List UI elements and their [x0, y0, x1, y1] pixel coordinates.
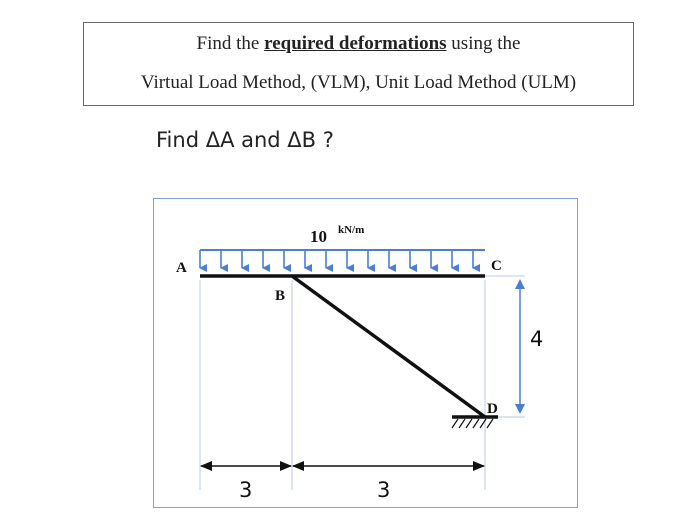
problem-line-1: Find the required deformations using the	[84, 33, 633, 55]
frame-figure-box	[153, 198, 578, 508]
node-c-label: C	[491, 258, 502, 274]
node-b-label: B	[275, 288, 285, 304]
support-hatch	[458, 418, 466, 429]
guide-lines	[199, 275, 525, 490]
problem-line-1-suffix: using the	[446, 33, 521, 54]
problem-statement-box: Find the required deformations using the…	[83, 22, 634, 106]
dimension-bd-label: 3	[377, 478, 390, 502]
support-hatch	[465, 418, 473, 429]
frame-members	[200, 274, 487, 419]
load-unit-label: kN/m	[338, 224, 364, 236]
load-value-label: 10	[310, 227, 327, 246]
fixed-support-d	[451, 415, 498, 429]
question-text: Find ΔA and ΔB ?	[156, 128, 334, 152]
support-hatch	[451, 418, 459, 429]
support-hatch	[479, 418, 487, 429]
dimension-height-label: 4	[530, 327, 543, 351]
support-hatch	[472, 418, 480, 429]
problem-line-1-prefix: Find the	[196, 33, 265, 54]
support-hatch	[486, 418, 494, 429]
strut-bd	[290, 274, 487, 419]
problem-emphasis: required deformations	[264, 33, 447, 54]
node-d-label: D	[487, 401, 498, 417]
problem-line-2: Virtual Load Method, (VLM), Unit Load Me…	[140, 72, 577, 93]
distributed-load	[199, 249, 485, 272]
node-a-label: A	[176, 260, 187, 276]
dimension-ab-label: 3	[239, 478, 252, 502]
